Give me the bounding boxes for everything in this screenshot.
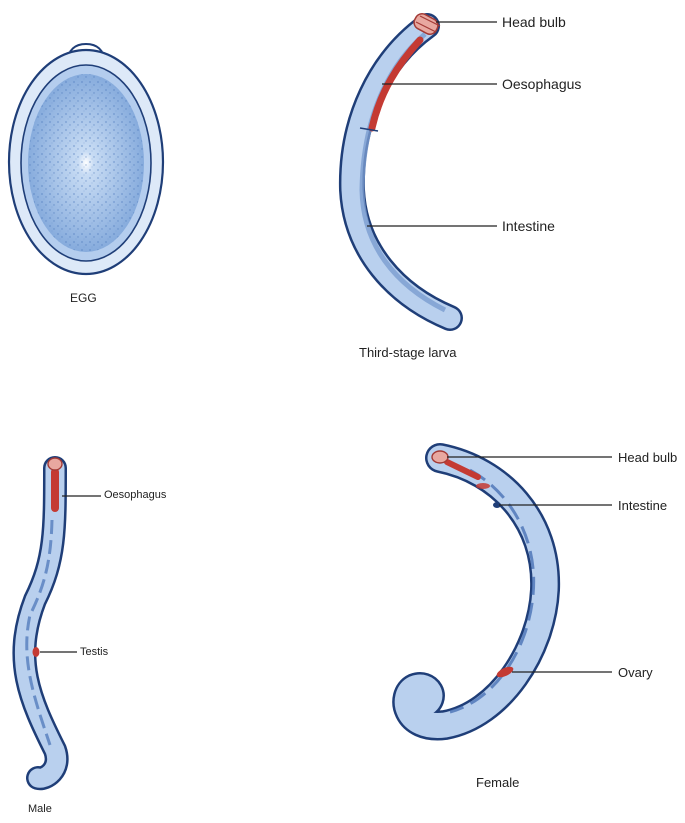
- larva-head-bulb: [413, 13, 439, 35]
- male-body: [14, 458, 67, 788]
- female-intestine-label: Intestine: [618, 498, 668, 513]
- female-head-bulb-label: Head bulb: [618, 450, 678, 465]
- female-caption: Female: [476, 775, 520, 790]
- female-intestine-mark: [493, 502, 501, 508]
- larva-oesophagus-label: Oesophagus: [502, 76, 582, 92]
- larva-intestine-label: Intestine: [502, 218, 555, 234]
- female-ovary: [496, 666, 514, 678]
- egg-caption: EGG: [70, 291, 97, 305]
- female-illustration: [392, 443, 612, 741]
- egg-yolk-texture: [28, 74, 144, 252]
- male-testis-label: Testis: [80, 646, 109, 658]
- male-oesophagus-label: Oesophagus: [104, 489, 167, 501]
- egg-illustration: [7, 42, 165, 276]
- male-caption: Male: [28, 803, 52, 815]
- female-head-bulb: [431, 450, 449, 464]
- male-head-bulb: [47, 457, 63, 471]
- female-body: [394, 445, 558, 738]
- male-illustration: [12, 456, 101, 791]
- larva-caption: Third-stage larva: [359, 345, 457, 360]
- female-oesophagus: [444, 459, 481, 480]
- larva-head-bulb-label: Head bulb: [502, 14, 566, 30]
- larva-body: [341, 15, 461, 329]
- larva-illustration: [338, 13, 497, 331]
- larva-oesophagus: [368, 36, 424, 132]
- male-testis: [32, 647, 40, 657]
- female-ovary-label: Ovary: [618, 665, 653, 680]
